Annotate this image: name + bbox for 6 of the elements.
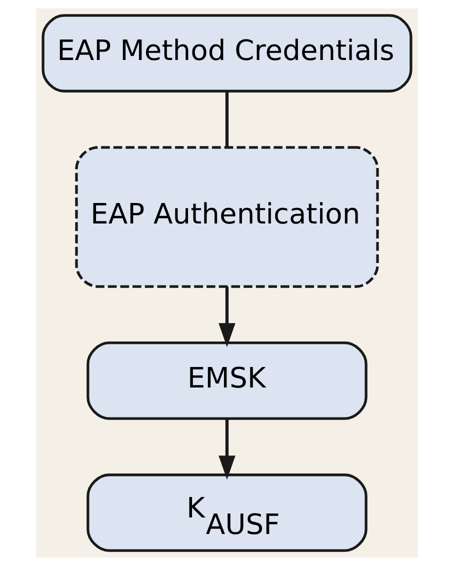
node-box: EAP Authentication: [74, 146, 378, 288]
connector: [224, 91, 228, 147]
arrow: [218, 286, 235, 348]
node-box: EAP Method Credentials: [41, 14, 412, 92]
node-box: EMSK: [86, 342, 367, 420]
arrow: [218, 418, 235, 480]
